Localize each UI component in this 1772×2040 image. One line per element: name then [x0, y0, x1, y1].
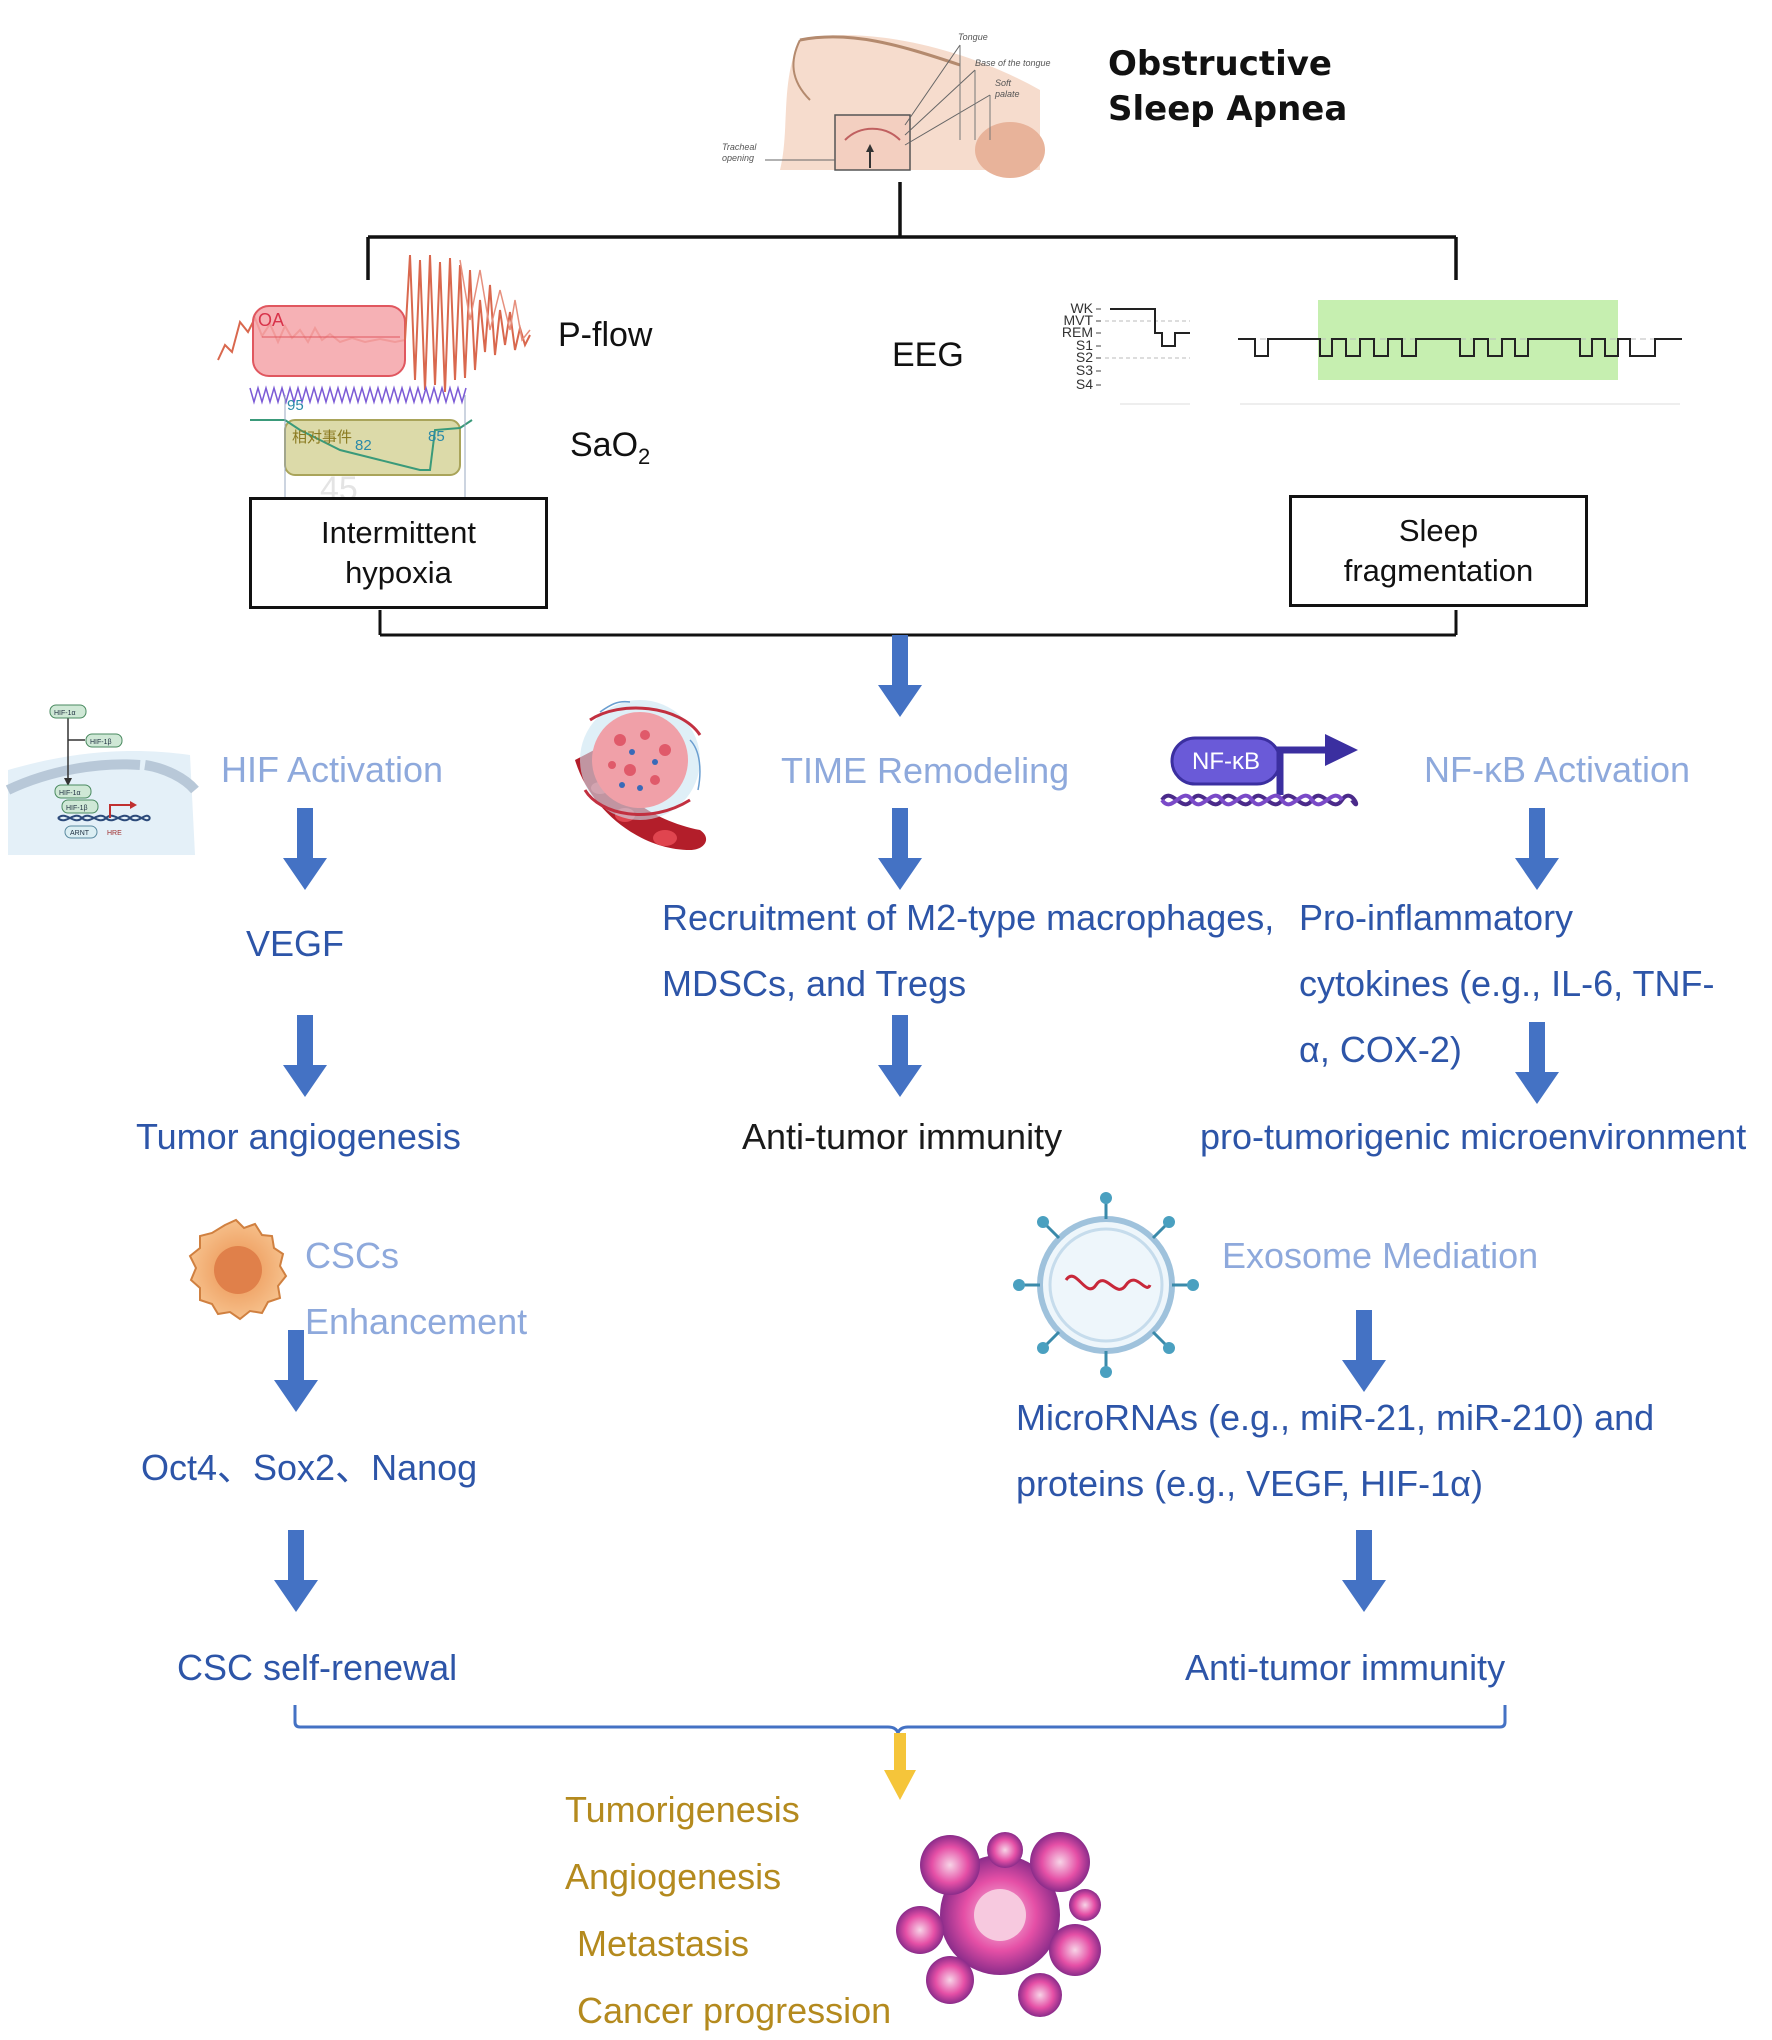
- exo-step-immunity: Anti-tumor immunity: [1185, 1647, 1506, 1688]
- anatomy-label-base-tongue: Base of the tongue: [975, 58, 1051, 68]
- anatomy-label-soft: Soft: [995, 78, 1012, 88]
- csc-enhancement-title-line1: CSCs: [305, 1235, 400, 1276]
- arrow-nfkb-cytokines: [1515, 808, 1559, 890]
- sao2-value-start: 95: [287, 397, 304, 414]
- outcome-bracket: [293, 1705, 1507, 1738]
- hif-label-2: HIF-1β: [90, 739, 112, 746]
- anatomy-label-opening: opening: [722, 153, 754, 163]
- top-connector: [366, 182, 1458, 280]
- figure-title-line1: Obstructive: [1108, 44, 1332, 84]
- outcome-metastasis: Metastasis: [577, 1923, 750, 1964]
- final-arrow: [884, 1733, 916, 1800]
- csc-icon: [188, 1218, 288, 1321]
- nfkb-step-cytokines-line1: Pro-inflammatory: [1299, 897, 1574, 938]
- sleep-fragmentation-box: Sleep fragmentation: [1289, 495, 1588, 607]
- sao2-value-nadir: 82: [355, 437, 372, 454]
- nfkb-icon: NF-κB: [1160, 734, 1359, 807]
- box-left-line2: hypoxia: [345, 555, 452, 590]
- box-right-line2: fragmentation: [1343, 553, 1534, 588]
- nfkb-activation-title: NF-κB Activation: [1424, 749, 1691, 790]
- osa-anatomy-illustration: Tongue Base of the tongue Soft palate Tr…: [722, 32, 1051, 178]
- boxes-bracket: [378, 610, 1458, 637]
- stage-s1: S1: [1076, 337, 1093, 353]
- nfkb-step-microenvironment: pro-tumorigenic microenvironment: [1200, 1116, 1747, 1157]
- intermittent-hypoxia-box: Intermittent hypoxia: [249, 497, 548, 609]
- arrow-time-recruitment: [878, 808, 922, 890]
- oa-tag: OA: [258, 310, 284, 330]
- pflow-sao2-trace: OA 95 82 85 相对事件 45: [217, 254, 531, 508]
- hif-activation-title: HIF Activation: [221, 749, 444, 790]
- hypnogram: WK MVT REM S1 S2 S3 S4: [1062, 300, 1682, 405]
- stage-rem: REM: [1062, 324, 1093, 340]
- sao2-label: SaO2: [570, 428, 650, 468]
- outcome-angiogenesis: Angiogenesis: [565, 1856, 782, 1897]
- figure-title-line2: Sleep Apnea: [1108, 89, 1348, 129]
- hif-step-angiogenesis: Tumor angiogenesis: [136, 1116, 461, 1157]
- tumor-cluster-icon: [896, 1832, 1101, 2017]
- stage-mvt: MVT: [1063, 312, 1093, 328]
- hif-label-4: HIF-1β: [66, 805, 88, 812]
- exosome-icon: [1013, 1192, 1199, 1378]
- outcome-cancer-progression: Cancer progression: [577, 1990, 892, 2031]
- time-icon: [575, 700, 707, 850]
- arrow-micrornas-immunity: [1342, 1530, 1386, 1612]
- box-right-line1: Sleep: [1398, 512, 1479, 548]
- stage-wk: WK: [1070, 300, 1093, 316]
- time-step-immunity: Anti-tumor immunity: [742, 1116, 1063, 1157]
- nfkb-step-cytokines-line3: α, COX-2): [1299, 1029, 1462, 1070]
- sao2-value-recovery: 85: [428, 428, 445, 445]
- csc-enhancement-title-line2: Enhancement: [305, 1301, 528, 1342]
- nfkb-icon-label: NF-κB: [1192, 748, 1260, 775]
- hif-label-arnt: ARNT: [70, 830, 90, 837]
- arrow-csc-factors: [274, 1330, 318, 1412]
- anatomy-label-tracheal: Tracheal: [722, 142, 757, 152]
- arrow-vegf-angiogenesis: [283, 1015, 327, 1097]
- box-left-line1: Intermittent: [320, 514, 477, 550]
- arrow-factors-selfrenewal: [274, 1530, 318, 1612]
- csc-step-factors: Oct4、Sox2、Nanog: [141, 1447, 478, 1488]
- nfkb-step-cytokines-line2: cytokines (e.g., IL-6, TNF-: [1299, 963, 1715, 1004]
- exosome-mediation-title: Exosome Mediation: [1222, 1235, 1539, 1276]
- arrow-cytokines-microenv: [1515, 1022, 1559, 1104]
- eeg-label: EEG: [892, 336, 964, 374]
- hif-label-1: HIF-1α: [54, 710, 76, 717]
- pflow-label: P-flow: [558, 316, 653, 354]
- hif-step-vegf: VEGF: [246, 923, 345, 964]
- hif-icon: HIF-1α HIF-1β HIF-1α HIF-1β ARNT HRE: [5, 704, 199, 855]
- sao2-label-main: SaO: [570, 426, 639, 464]
- exo-step-micrornas-line2: proteins (e.g., VEGF, HIF-1α): [1016, 1463, 1483, 1504]
- hypnogram-stage-labels: WK MVT REM S1 S2 S3 S4: [1062, 300, 1094, 392]
- hif-label-hre: HRE: [107, 830, 122, 837]
- anatomy-label-tongue: Tongue: [958, 32, 988, 42]
- time-step-recruitment-line2: MDSCs, and Tregs: [662, 963, 967, 1004]
- exo-step-micrornas-line1: MicroRNAs (e.g., miR-21, miR-210) and: [1016, 1397, 1655, 1438]
- csc-step-self-renewal: CSC self-renewal: [177, 1647, 458, 1688]
- arrow-recruitment-immunity: [878, 1015, 922, 1097]
- sao2-label-subscript: 2: [638, 443, 651, 469]
- outcome-tumorigenesis: Tumorigenesis: [565, 1789, 800, 1830]
- time-step-recruitment-line1: Recruitment of M2-type macrophages,: [662, 897, 1275, 938]
- anatomy-label-palate: palate: [994, 89, 1020, 99]
- time-remodeling-title: TIME Remodeling: [781, 750, 1070, 791]
- stage-s2: S2: [1076, 349, 1093, 365]
- stage-s3: S3: [1076, 362, 1093, 378]
- arrow-hif-vegf: [283, 808, 327, 890]
- stage-s4: S4: [1076, 376, 1093, 392]
- hif-label-3: HIF-1α: [59, 790, 81, 797]
- sao2-event-text: 相对事件: [292, 429, 352, 446]
- arrow-exosome-micrornas: [1342, 1310, 1386, 1392]
- arrow-to-mechanisms: [878, 635, 922, 717]
